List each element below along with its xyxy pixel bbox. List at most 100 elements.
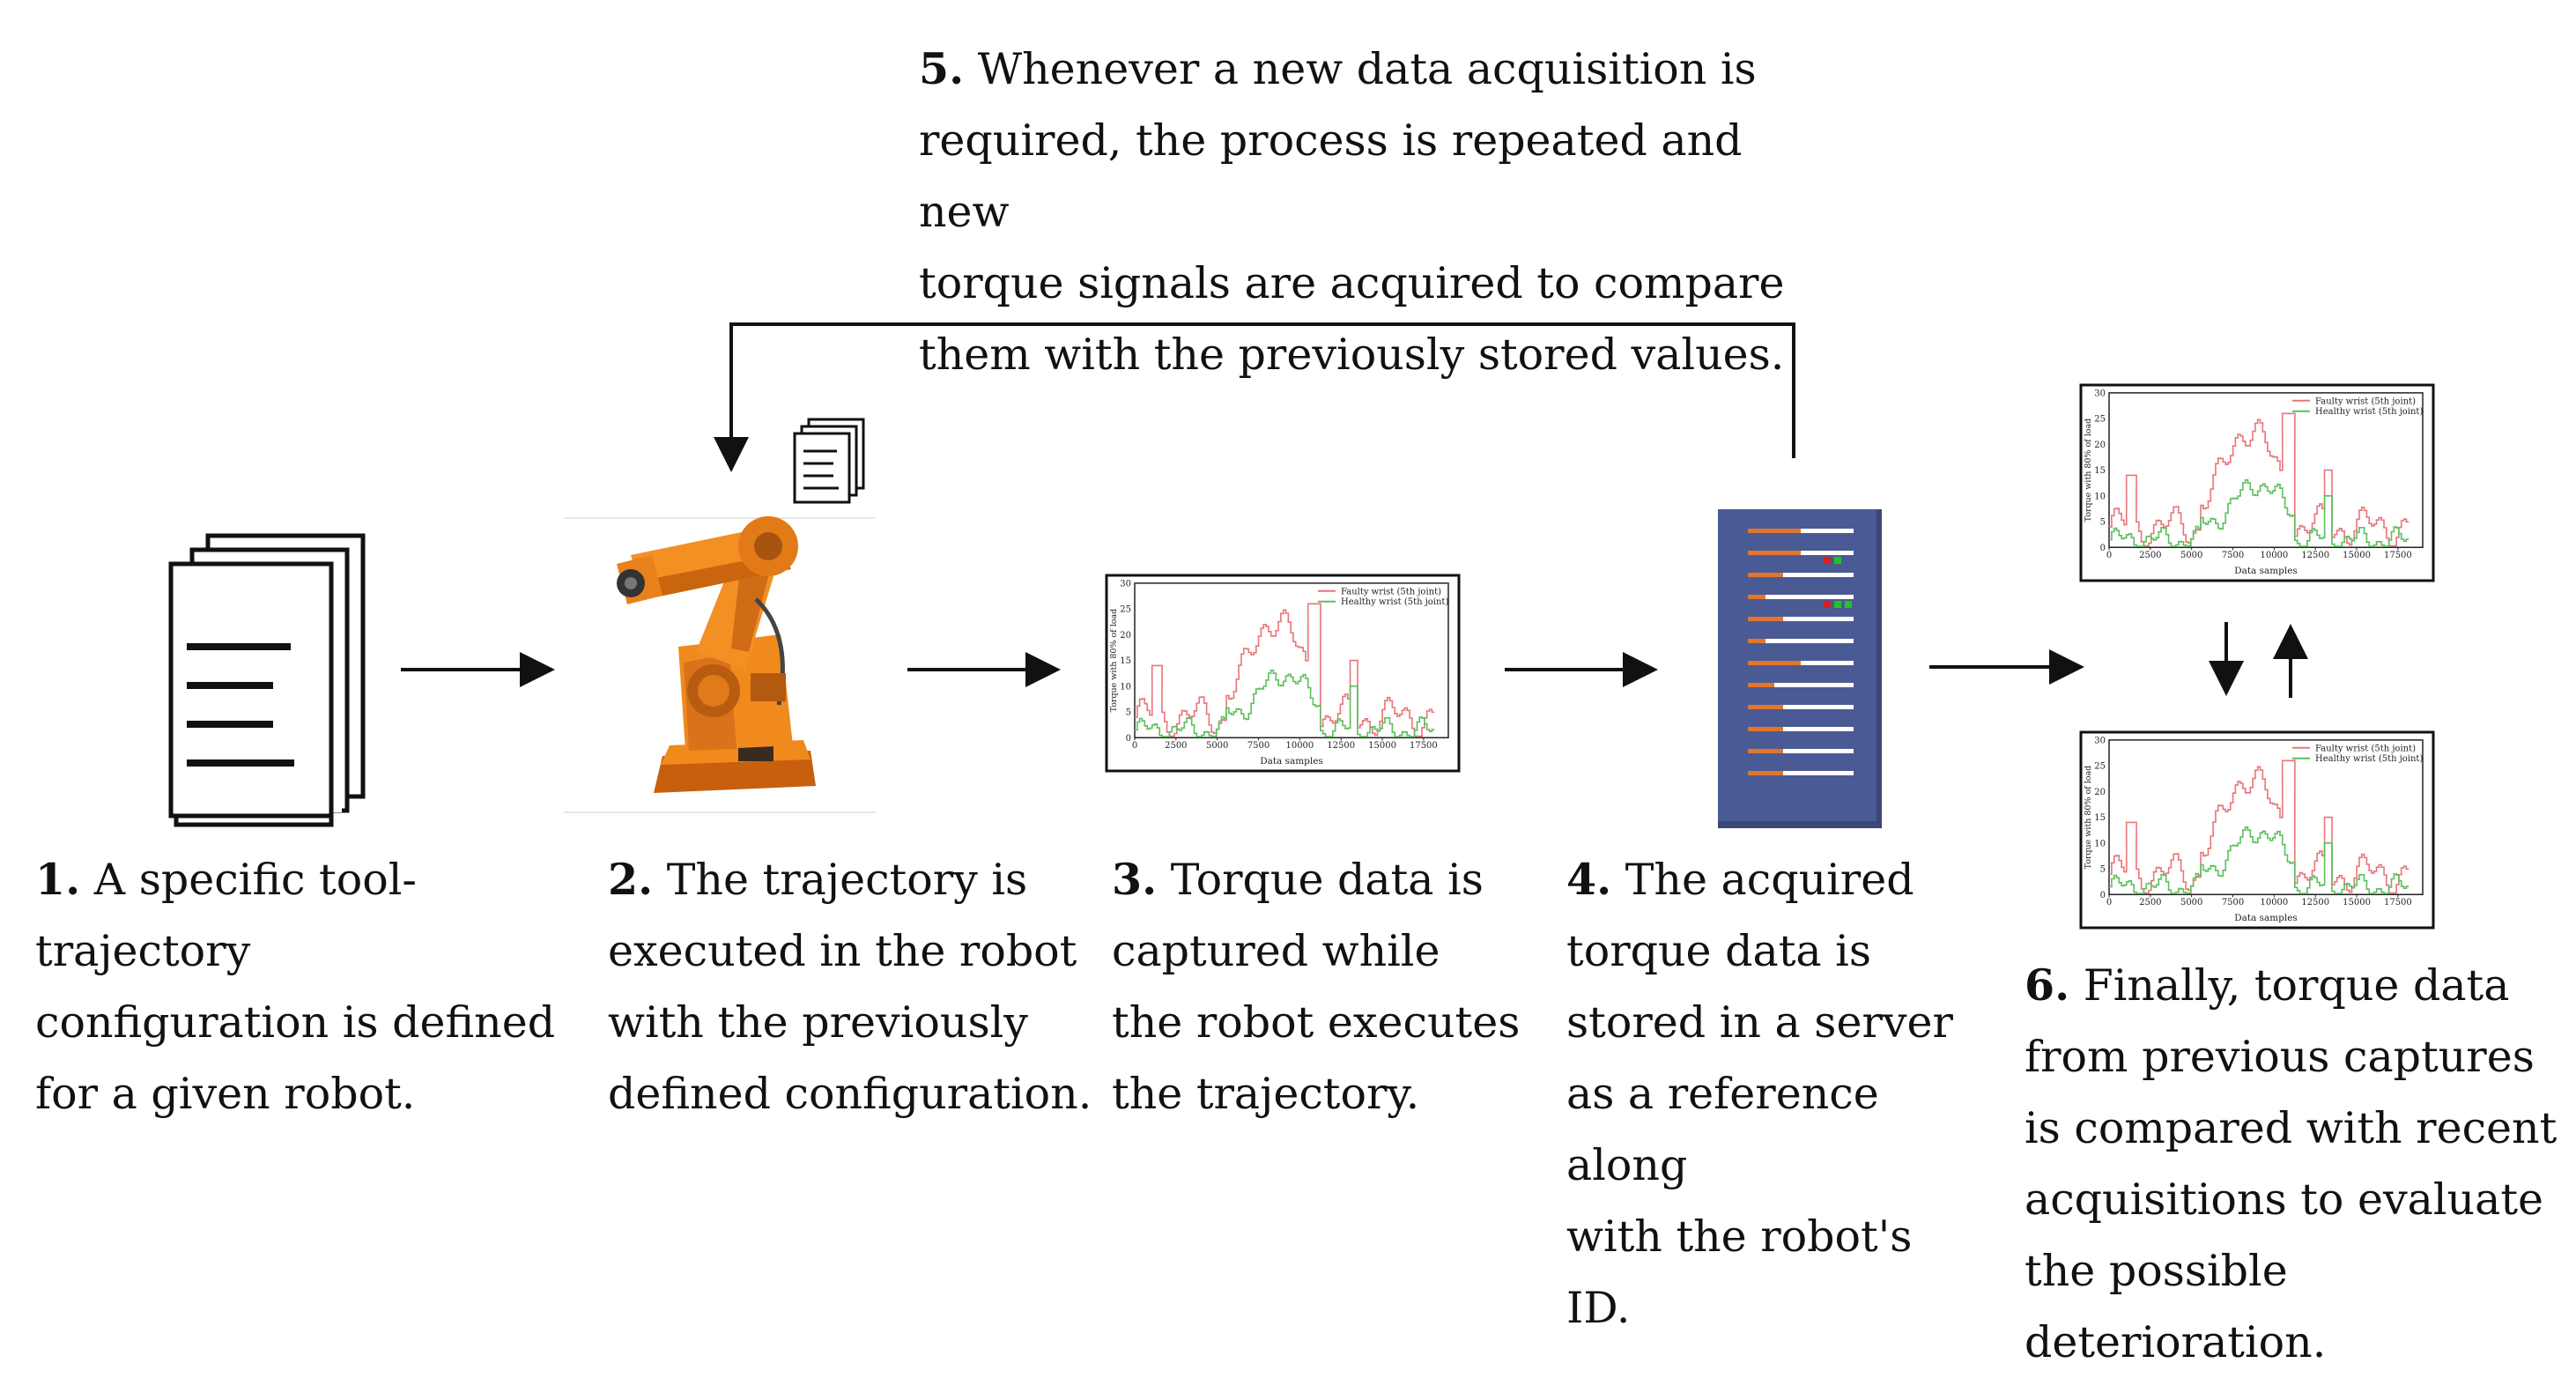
server-led-red-1: [1824, 557, 1831, 564]
legend-label-1: Healthy wrist (5th joint): [2315, 754, 2423, 764]
y-tick-label-1: 5: [2100, 518, 2106, 528]
server-slot-indicator-8: [1748, 683, 1774, 687]
x-tick-label-5: 12500: [2301, 551, 2329, 560]
series-faulty-wrist: [1135, 603, 1435, 737]
x-tick-label-7: 17500: [2384, 551, 2412, 560]
x-tick-label-4: 10000: [2260, 551, 2288, 560]
x-tick-label-1: 2500: [2139, 551, 2161, 560]
server-slot-indicator-12: [1748, 771, 1783, 775]
step-1-description: 1. A specific tool-trajectory configurat…: [35, 844, 599, 1130]
x-tick-label-4: 10000: [2260, 898, 2288, 908]
y-tick-label-3: 15: [1120, 656, 1131, 666]
x-tick-label-3: 7500: [2222, 898, 2244, 908]
small-document-icon: [793, 418, 865, 504]
server-slot-12: [1748, 771, 1854, 775]
server-led-red-2: [1824, 601, 1831, 608]
server-slot-indicator-3: [1748, 573, 1783, 577]
step-2-description: 2. The trajectory is executed in the rob…: [608, 844, 1101, 1130]
legend-label-0: Faulty wrist (5th joint): [2315, 396, 2416, 406]
legend-label-0: Faulty wrist (5th joint): [2315, 744, 2416, 753]
y-tick-label-0: 0: [2100, 544, 2106, 553]
x-tick-label-2: 5000: [1206, 741, 1228, 751]
server-icon: [1718, 509, 1882, 828]
y-tick-label-5: 25: [2094, 762, 2106, 772]
x-tick-label-5: 12500: [1327, 741, 1355, 751]
y-tick-label-6: 30: [2094, 389, 2106, 398]
series-healthy-wrist: [1135, 670, 1435, 737]
x-tick-label-0: 0: [1132, 741, 1137, 751]
y-tick-label-1: 5: [1126, 708, 1131, 718]
feedback-loop-arrow: [714, 322, 1795, 472]
legend-label-1: Healthy wrist (5th joint): [2315, 407, 2423, 417]
x-tick-label-3: 7500: [1247, 741, 1269, 751]
step-4-number: 4.: [1566, 854, 1612, 905]
series-healthy-wrist: [2109, 826, 2409, 894]
y-tick-label-6: 30: [1120, 579, 1131, 589]
x-tick-label-0: 0: [2106, 898, 2112, 908]
step-5-description: 5. Whenever a new data acquisition is re…: [919, 33, 1800, 390]
y-tick-label-2: 10: [2094, 492, 2106, 501]
plot-axes: [2108, 739, 2424, 896]
server-slot-11: [1748, 749, 1854, 753]
step-4-description: 4. The acquired torque data is stored in…: [1566, 844, 1980, 1344]
x-tick-label-6: 15000: [1368, 741, 1396, 751]
y-tick-label-6: 30: [2094, 736, 2106, 745]
plot-axes: [1134, 582, 1449, 739]
server-led-green-2: [1834, 601, 1841, 608]
step-3-text: Torque data is captured while the robot …: [1112, 855, 1521, 1119]
y-tick-label-4: 20: [2094, 441, 2106, 450]
step-1-number: 1.: [35, 854, 81, 905]
server-slot-indicator-4: [1748, 595, 1765, 599]
step-6-number: 6.: [2025, 959, 2070, 1011]
x-tick-label-1: 2500: [1165, 741, 1187, 751]
x-axis-label: Data samples: [2234, 566, 2298, 576]
document-stack-icon: [168, 533, 366, 827]
server-slot-indicator-5: [1748, 617, 1783, 621]
x-tick-label-1: 2500: [2139, 898, 2161, 908]
step-1-text: A specific tool-trajectory configuration…: [35, 855, 556, 1119]
y-tick-label-3: 15: [2094, 466, 2106, 476]
y-tick-label-0: 0: [2100, 891, 2106, 900]
y-axis-label: Torque with 80% of load: [1109, 609, 1119, 713]
y-tick-label-2: 10: [2094, 839, 2106, 848]
y-axis-label: Torque with 80% of load: [2084, 766, 2093, 870]
server-slot-6: [1748, 639, 1854, 643]
step-2-text: The trajectory is executed in the robot …: [608, 855, 1092, 1119]
y-axis-label: Torque with 80% of load: [2084, 419, 2093, 522]
legend-label-1: Healthy wrist (5th joint): [1341, 597, 1448, 607]
server-slot-indicator-1: [1748, 529, 1801, 533]
server-slot-indicator-10: [1748, 727, 1783, 731]
y-tick-label-4: 20: [2094, 788, 2106, 797]
x-tick-label-4: 10000: [1285, 741, 1314, 751]
x-tick-label-3: 7500: [2222, 551, 2244, 560]
step-6-text: Finally, torque data from previous captu…: [2025, 960, 2557, 1367]
server-slot-4: [1748, 595, 1854, 599]
server-slot-5: [1748, 617, 1854, 621]
y-tick-label-0: 0: [1126, 734, 1131, 744]
y-tick-label-1: 5: [2100, 865, 2106, 875]
server-slot-3: [1748, 573, 1854, 577]
plot-axes: [2108, 392, 2424, 549]
legend-label-0: Faulty wrist (5th joint): [1341, 587, 1441, 596]
server-slot-indicator-7: [1748, 661, 1801, 665]
step-2-number: 2.: [608, 854, 654, 905]
y-tick-label-2: 10: [1120, 682, 1131, 692]
y-tick-label-3: 15: [2094, 813, 2106, 823]
x-tick-label-6: 15000: [2343, 551, 2371, 560]
step-3-description: 3. Torque data is captured while the rob…: [1112, 844, 1526, 1130]
x-tick-label-2: 5000: [2180, 551, 2202, 560]
x-tick-label-2: 5000: [2180, 898, 2202, 908]
y-tick-label-5: 25: [2094, 415, 2106, 425]
server-slot-indicator-6: [1748, 639, 1765, 643]
server-slot-10: [1748, 727, 1854, 731]
y-tick-label-5: 25: [1120, 605, 1131, 615]
step-5-text: Whenever a new data acquisition is requi…: [919, 44, 1785, 380]
x-axis-label: Data samples: [1260, 756, 1323, 767]
x-tick-label-5: 12500: [2301, 898, 2329, 908]
server-slot-indicator-11: [1748, 749, 1783, 753]
server-led-green-1: [1834, 557, 1841, 564]
